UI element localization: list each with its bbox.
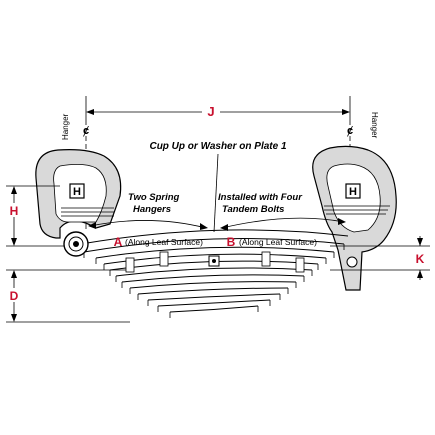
hanger-right-label: Hanger xyxy=(370,112,379,139)
leaf-spring-stack xyxy=(69,229,349,318)
cup-up-label: Cup Up or Washer on Plate 1 xyxy=(149,141,286,152)
dim-a-label: A xyxy=(114,235,123,249)
along-leaf-b-label: (Along Leaf Surface) xyxy=(239,237,317,247)
installed-label-line2: Tandem Bolts xyxy=(222,204,284,215)
left-spring-eye xyxy=(63,231,89,257)
dimension-b: B (Along Leaf Surface) xyxy=(220,217,346,249)
along-leaf-a-label: (Along Leaf Surface) xyxy=(125,237,203,247)
dim-k-label: K xyxy=(416,252,425,266)
dimension-d: D xyxy=(6,269,130,323)
left-hanger-bracket: H xyxy=(35,149,122,239)
two-spring-label-line2: Hangers xyxy=(133,204,171,215)
installed-label-line1: Installed with Four xyxy=(218,192,303,203)
dimension-h: H xyxy=(6,185,64,247)
svg-text:H: H xyxy=(73,186,81,198)
right-hanger-bracket: H xyxy=(312,145,397,291)
two-spring-label-line1: Two Spring xyxy=(128,192,180,203)
hanger-left-label: Hanger xyxy=(61,113,70,140)
dimension-k: K xyxy=(330,236,430,280)
dim-h-label: H xyxy=(10,204,19,218)
dimension-j: J xyxy=(85,96,351,120)
dimension-a: A (Along Leaf Surface) xyxy=(88,220,208,249)
svg-text:H: H xyxy=(349,186,357,198)
dim-d-label: D xyxy=(10,289,19,303)
dim-j-label: J xyxy=(207,104,214,119)
dim-b-label: B xyxy=(227,235,236,249)
